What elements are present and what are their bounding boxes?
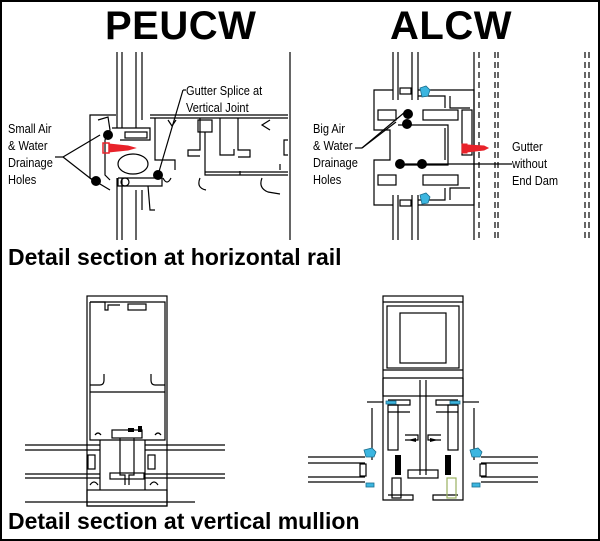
callout-alcw-gutter: Gutter without End Dam — [512, 139, 559, 188]
callout-peucw-drainage-holes: Small Air & Water Drainage Holes — [8, 121, 53, 187]
caption-vertical-mullion: Detail section at vertical mullion — [8, 508, 360, 534]
callout-peucw-gutter-splice: Gutter Splice at Vertical Joint — [186, 83, 263, 115]
callout-alcw-drainage-holes: Big Air & Water Drainage Holes — [313, 121, 358, 187]
title-alcw: ALCW — [390, 4, 512, 48]
title-peucw: PEUCW — [105, 4, 257, 48]
caption-horizontal-rail: Detail section at horizontal rail — [8, 244, 342, 270]
